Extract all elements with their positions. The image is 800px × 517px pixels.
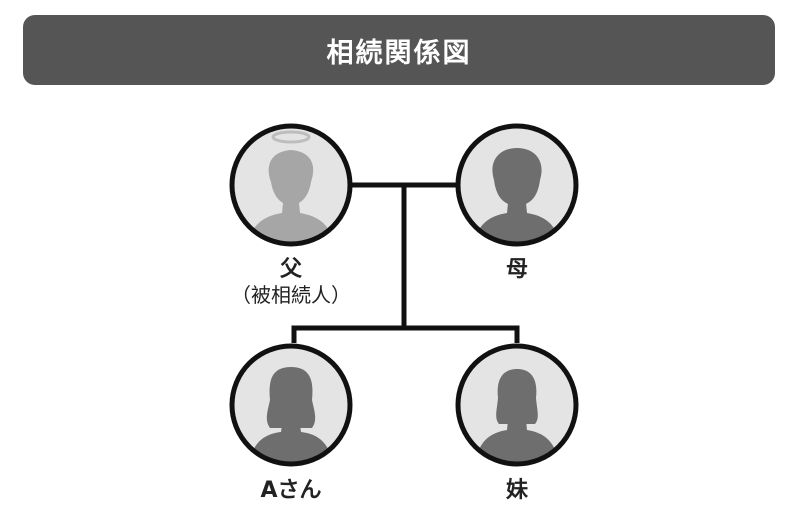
female-silhouette-icon [475,369,559,463]
female-silhouette-icon [249,367,333,463]
label-mother: 母 [505,257,528,282]
title-bar: 相続関係図 [23,15,775,85]
label-sister: 妹 [505,478,528,503]
person-sister [455,343,579,467]
person-mother [455,123,579,247]
diagram-title: 相続関係図 [326,37,472,69]
label-a-san: Aさん [260,478,322,503]
male-silhouette-icon [247,150,335,243]
halo-icon [271,130,311,144]
label-father: 父 （被相続人） [231,257,351,307]
children-branch-line [291,325,520,343]
female-silhouette-icon [473,148,561,243]
connector-lines [291,182,520,343]
person-a-san [229,343,353,467]
person-father [229,123,353,247]
